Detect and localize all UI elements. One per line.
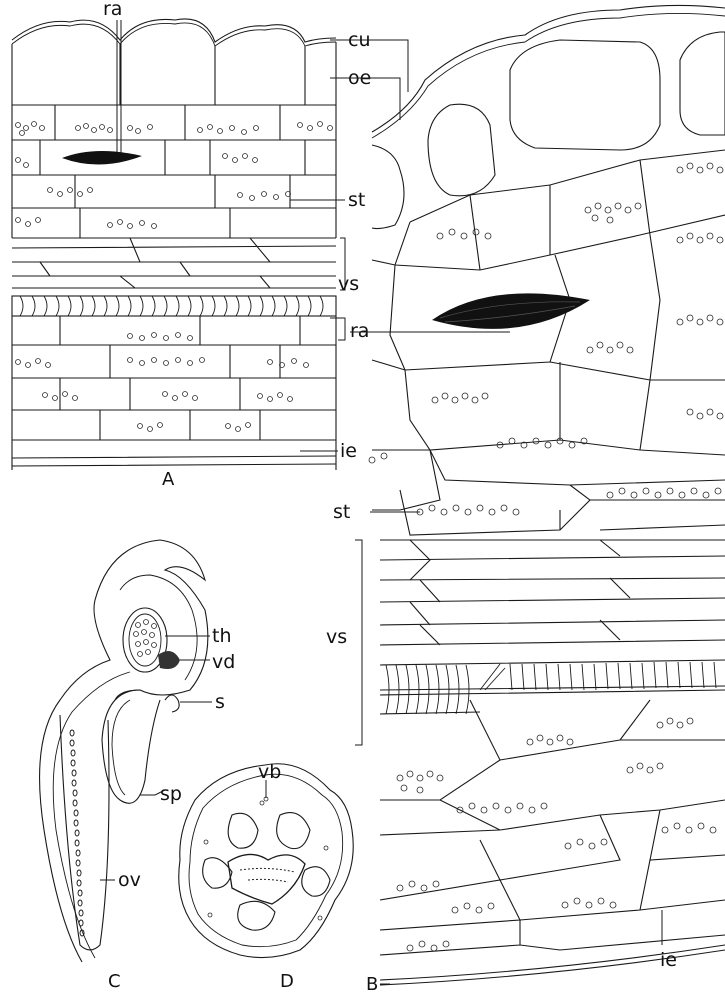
- panel-a: ra cu oe st vs ra ie A: [12, 0, 371, 490]
- panel-a-label-ra-2: ra: [350, 320, 369, 342]
- panel-b-label-st: st: [333, 501, 350, 523]
- panel-c-spur: [102, 690, 160, 803]
- panel-b-label-vs: vs: [326, 626, 347, 648]
- panel-c-label-th: th: [212, 625, 232, 647]
- panel-a-letter: A: [162, 469, 175, 490]
- panel-a-label-ra: ra: [103, 0, 122, 20]
- panel-d-letter: D: [280, 971, 294, 992]
- panel-b: st vs ie B: [326, 5, 725, 993]
- panel-c-outer-wall: [40, 540, 208, 962]
- panel-c-letter: C: [108, 971, 121, 992]
- panel-b-label-ie: ie: [660, 949, 677, 971]
- panel-d-label-vb: vb: [258, 761, 281, 783]
- panel-b-letter: B: [366, 974, 378, 993]
- panel-b-raphide: [432, 293, 590, 329]
- panel-d: vb D: [179, 761, 353, 992]
- panel-a-label-vs: vs: [338, 273, 359, 295]
- panel-c-vd: [158, 651, 180, 669]
- panel-c-label-vd: vd: [212, 651, 235, 673]
- panel-c-label-ov: ov: [118, 869, 141, 891]
- panel-a-xylem-rings: [20, 296, 323, 316]
- panel-c-label-s: s: [215, 691, 225, 713]
- panel-a-raphide: [62, 151, 142, 165]
- panel-b-cuticle: [372, 5, 725, 132]
- panel-c-label-sp: sp: [160, 783, 182, 805]
- panel-a-label-st: st: [348, 189, 365, 211]
- panel-a-label-ie: ie: [340, 440, 357, 462]
- panel-c-ovules: [70, 730, 84, 936]
